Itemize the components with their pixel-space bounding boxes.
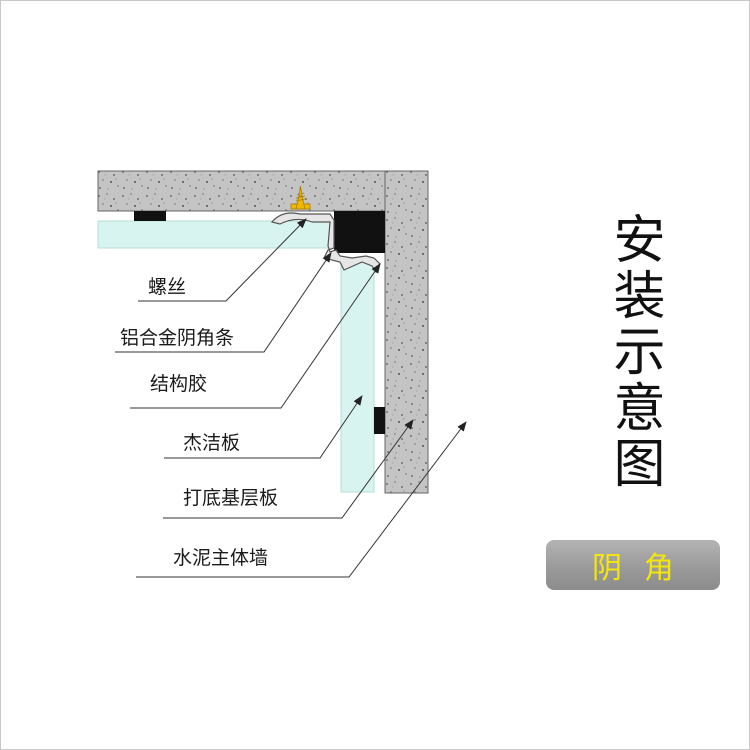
structural-adhesive-block bbox=[334, 211, 385, 253]
leader-aluminum-corner-strip bbox=[115, 252, 332, 353]
corner-type-badge-label: 阴角 bbox=[592, 551, 696, 586]
leader-clean-panel bbox=[164, 395, 363, 459]
leader-screw bbox=[138, 218, 307, 302]
side-wall bbox=[384, 170, 429, 494]
base-block-top bbox=[134, 211, 166, 221]
leader-cement-wall bbox=[136, 421, 467, 578]
base-block-side bbox=[374, 407, 385, 434]
leader-structural-adhesive bbox=[130, 263, 381, 409]
corner-type-badge: 阴角 bbox=[546, 540, 720, 590]
label-aluminum-corner-strip: 铝合金阴角条 bbox=[120, 327, 235, 349]
label-base-board: 打底基层板 bbox=[183, 487, 279, 509]
label-structural-adhesive: 结构胶 bbox=[150, 373, 208, 395]
label-screw: 螺丝 bbox=[148, 276, 187, 298]
screw-icon bbox=[290, 185, 311, 210]
clean-panel-vertical bbox=[340, 261, 375, 493]
ceiling-wall bbox=[97, 170, 390, 212]
clean-panel-horizontal bbox=[97, 220, 338, 249]
leader-base-board bbox=[163, 419, 414, 519]
diagram-title: 安装示意图 bbox=[604, 212, 664, 492]
label-clean-panel: 杰洁板 bbox=[183, 432, 241, 454]
label-cement-wall: 水泥主体墙 bbox=[173, 547, 269, 569]
